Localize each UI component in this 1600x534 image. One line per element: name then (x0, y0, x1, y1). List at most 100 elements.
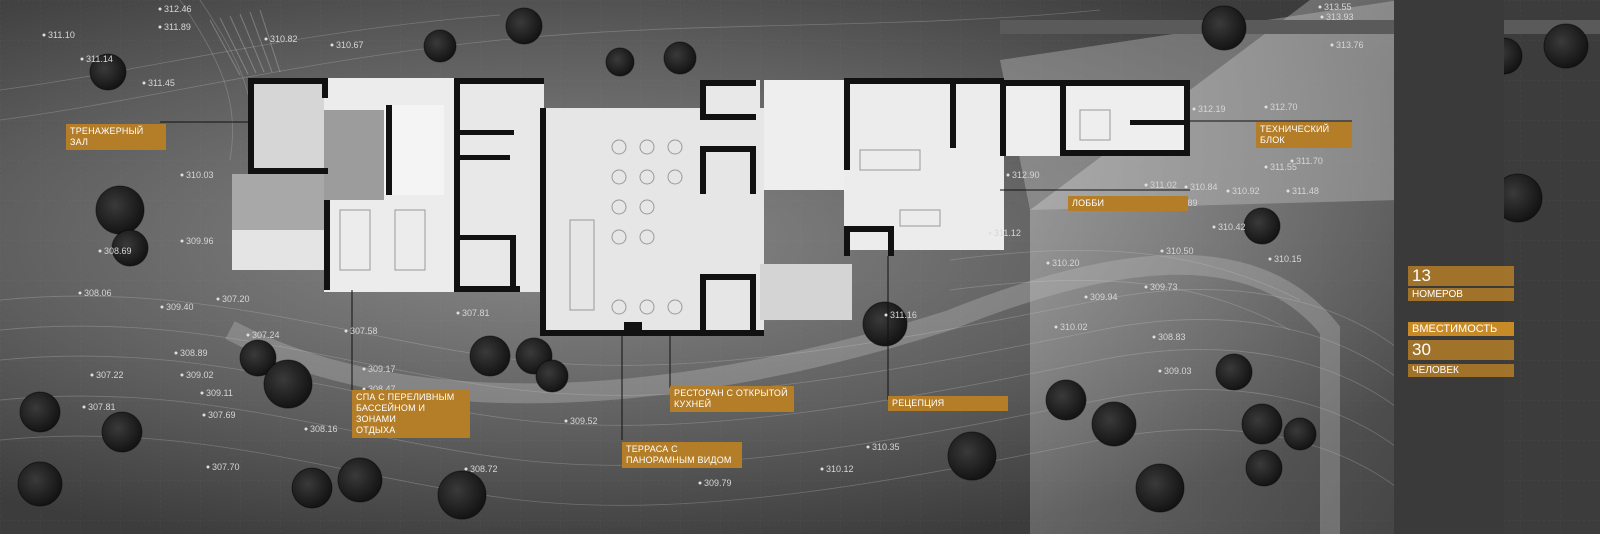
elevation-dot (698, 481, 702, 485)
label-terrace-line1: ТЕРРАСА С (626, 444, 678, 454)
elevation-dot (1192, 107, 1196, 111)
elevation-label: 309.11 (206, 388, 233, 398)
elevation-label: 310.92 (1232, 186, 1260, 196)
elevation-dot (1268, 257, 1272, 261)
elevation-dot (98, 249, 102, 253)
elevation-label: 311.16 (890, 310, 917, 320)
elevation-dot (1184, 185, 1188, 189)
elevation-label: 310.42 (1218, 222, 1246, 232)
elevation-dot (42, 33, 46, 37)
elevation-dot (142, 81, 146, 85)
label-terrace: ТЕРРАСА С ПАНОРАМНЫМ ВИДОМ (622, 442, 742, 468)
elevation-label: 310.02 (1060, 322, 1088, 332)
elevation-dot (202, 413, 206, 417)
elevation-dot (82, 405, 86, 409)
elevation-dot (344, 329, 348, 333)
elevation-label: 307.81 (88, 402, 116, 412)
elevation-dot (90, 373, 94, 377)
elevation-dot (456, 311, 460, 315)
elevation-label: 307.20 (222, 294, 250, 304)
elevation-dot (180, 239, 184, 243)
elevation-label: 310.20 (1052, 258, 1080, 268)
elevation-label: 308.72 (470, 464, 498, 474)
elevation-label: 311.10 (48, 30, 75, 40)
elevation-dot (1226, 189, 1230, 193)
capacity-unit: ЧЕЛОВЕК (1408, 364, 1514, 377)
elevation-label: 310.03 (186, 170, 214, 180)
elevation-label: 310.84 (1190, 182, 1218, 192)
elevation-label: 309.79 (704, 478, 732, 488)
elevation-dot (884, 313, 888, 317)
elevation-dot (988, 231, 992, 235)
elevation-dot (206, 465, 210, 469)
elevation-label: 307.22 (96, 370, 124, 380)
label-terrace-line2: ПАНОРАМНЫМ ВИДОМ (626, 455, 732, 465)
elevation-label: 311.55 (1270, 162, 1297, 172)
elevation-label: 307.58 (350, 326, 378, 336)
elevation-label: 309.02 (186, 370, 214, 380)
elevation-label: 307.81 (462, 308, 490, 318)
label-spa-line1: СПА С ПЕРЕЛИВНЫМ (356, 392, 455, 402)
elevation-dot (158, 7, 162, 11)
rooms-number: 13 (1408, 266, 1514, 286)
terrace-steps (209, 9, 281, 76)
elevation-dot (820, 467, 824, 471)
label-gym: ТРЕНАЖЕРНЫЙ ЗАЛ (66, 124, 166, 150)
elevation-dot (1144, 285, 1148, 289)
elevation-dot (174, 351, 178, 355)
elevation-dot (1330, 43, 1334, 47)
elevation-label: 307.70 (212, 462, 240, 472)
elevation-dot (464, 467, 468, 471)
elevation-dot (1320, 15, 1324, 19)
label-reception: РЕЦЕПЦИЯ (888, 396, 1008, 411)
label-spa-line3: ОТДЫХА (356, 425, 396, 435)
label-restaurant: РЕСТОРАН С ОТКРЫТОЙ КУХНЕЙ (670, 386, 794, 412)
elevation-dot (1158, 369, 1162, 373)
elevation-label: 309.94 (1090, 292, 1118, 302)
elevation-label: 309.96 (186, 236, 214, 246)
elevation-label: 309.40 (166, 302, 194, 312)
elevation-dot (362, 387, 366, 391)
elevation-label: 308.47 (368, 384, 396, 394)
elevation-dot (180, 173, 184, 177)
elevation-label: 309.73 (1150, 282, 1178, 292)
elevation-dot (264, 37, 268, 41)
elevation-label: 310.82 (270, 34, 298, 44)
elevation-label: 311.70 (1296, 156, 1323, 166)
elevation-label: 308.06 (84, 288, 112, 298)
elevation-label: 311.45 (148, 78, 175, 88)
elevation-label: 312.19 (1198, 104, 1226, 114)
elevation-label: 309.52 (570, 416, 598, 426)
elevation-label: 311.12 (994, 228, 1021, 238)
elevation-dot (246, 333, 250, 337)
elevation-dot (1160, 249, 1164, 253)
elevation-dot (1264, 165, 1268, 169)
elevation-label: 310.67 (336, 40, 364, 50)
elevation-dot (1264, 105, 1268, 109)
leader-lines (160, 120, 1352, 440)
elevation-dot (1046, 261, 1050, 265)
elevation-dot (160, 305, 164, 309)
elevation-dot (1084, 295, 1088, 299)
label-lobby: ЛОББИ (1068, 196, 1188, 211)
elevation-label: 313.76 (1336, 40, 1364, 50)
elevation-dot (78, 291, 82, 295)
elevation-label: 311.14 (86, 54, 113, 64)
elevation-dot (216, 297, 220, 301)
elevation-label: 308.16 (310, 424, 338, 434)
capacity-number: 30 (1408, 340, 1514, 360)
label-spa-line2: БАССЕЙНОМ И ЗОНАМИ (356, 403, 426, 424)
elevation-dot (1318, 5, 1322, 9)
elevation-label: 310.12 (826, 464, 854, 474)
elevation-label: 308.69 (104, 246, 132, 256)
label-spa: СПА С ПЕРЕЛИВНЫМ БАССЕЙНОМ И ЗОНАМИ ОТДЫ… (352, 390, 470, 438)
label-restaurant-line2: КУХНЕЙ (674, 399, 712, 409)
elevation-label: 308.83 (1158, 332, 1186, 342)
elevation-label: 312.46 (164, 4, 192, 14)
elevation-dot (1144, 183, 1148, 187)
elevation-label: 311.89 (164, 22, 191, 32)
walking-path (225, 254, 1340, 534)
